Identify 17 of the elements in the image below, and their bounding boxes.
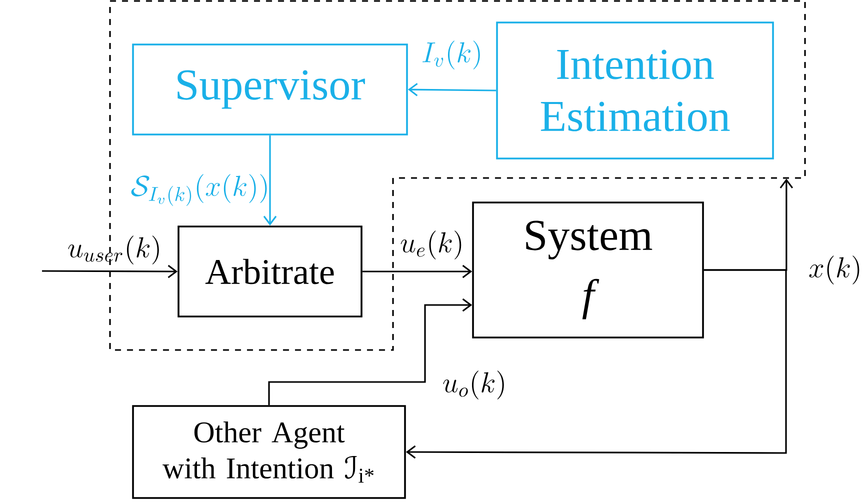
block: System f	[472, 202, 704, 338]
block: Supervisor	[132, 44, 408, 136]
arrow	[42, 264, 178, 278]
arrow	[362, 264, 472, 278]
arrow	[263, 135, 277, 226]
arrow	[268, 298, 472, 406]
block: Intention Estimation	[496, 22, 774, 160]
edge-label: $u_e(k)$	[400, 230, 462, 260]
block: Other Agent with Intention ℐ$_{i*}$	[132, 405, 406, 499]
edge-label: $x(k)$	[809, 256, 860, 284]
edge-label: $u_{user}(k)$	[68, 236, 159, 264]
arrow	[406, 269, 787, 459]
edge-label: $I_v(k)$	[422, 40, 480, 70]
edge-label: $u_o(k)$	[443, 370, 504, 400]
edge-label: $\mathcal{S}_{I_v(k)}(x(k))$	[131, 174, 267, 206]
arrow	[408, 82, 496, 96]
block: Arbitrate	[178, 226, 362, 318]
